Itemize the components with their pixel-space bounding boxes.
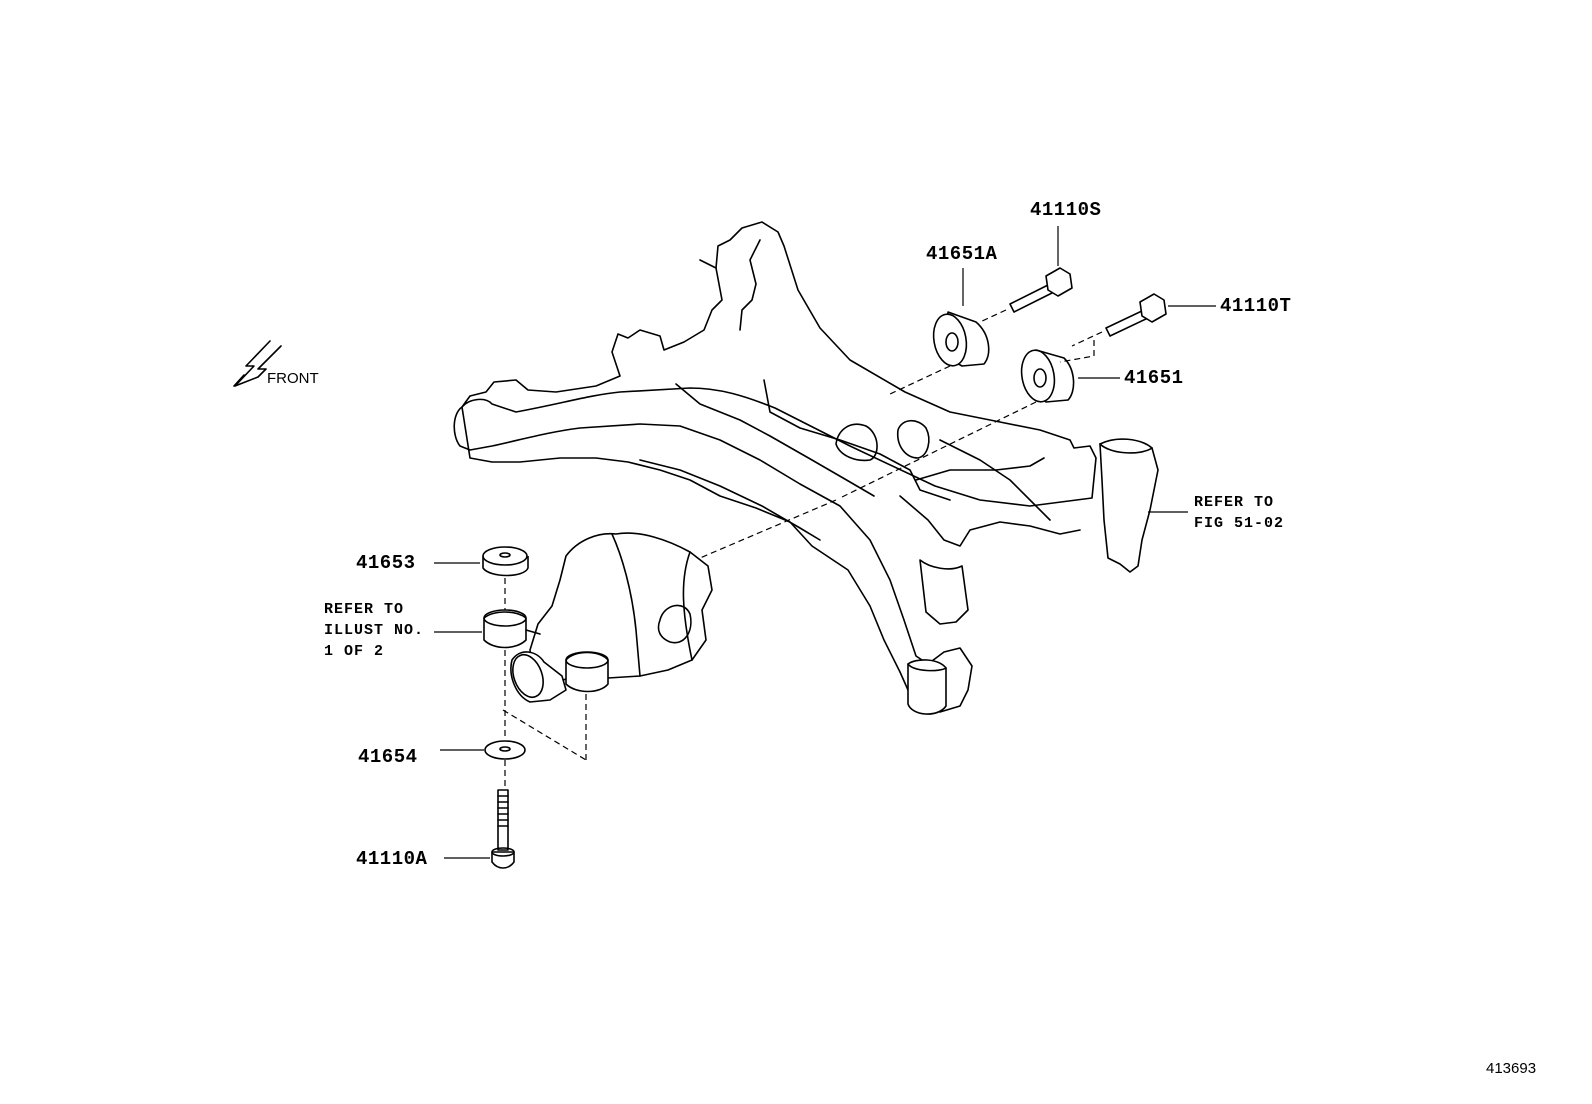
refer-fig-line2: FIG 51-02 <box>1194 515 1285 532</box>
bushing-41651 <box>1020 349 1075 403</box>
assembly-lines <box>502 309 1103 788</box>
cushion-41653 <box>482 546 529 577</box>
differential-carrier <box>483 532 713 703</box>
front-label: FRONT <box>267 370 319 387</box>
callout-41110T: 41110T <box>1220 295 1292 317</box>
front-direction-arrow-icon <box>233 340 282 387</box>
refer-fig-line1: REFER TO <box>1194 494 1275 511</box>
refer-illust-line3: 1 OF 2 <box>324 643 385 660</box>
callout-41651A: 41651A <box>926 243 998 265</box>
washer-41654 <box>484 740 526 760</box>
callout-41653: 41653 <box>356 552 416 574</box>
bolt-41110S <box>1009 267 1073 313</box>
leader-lines <box>434 226 1216 859</box>
rear-suspension-member <box>453 221 1159 715</box>
figure-number: 413693 <box>1486 1060 1537 1077</box>
bolt-41110A <box>491 789 515 869</box>
refer-illust-line1: REFER TO <box>324 601 405 618</box>
callout-41110S: 41110S <box>1030 199 1102 221</box>
refer-fig-note: REFER TO FIG 51-02 <box>1194 492 1284 534</box>
callout-41651: 41651 <box>1124 367 1184 389</box>
bolt-41110T <box>1105 293 1167 337</box>
bushing-41651A <box>932 311 990 367</box>
refer-illust-line2: ILLUST NO. <box>324 622 425 639</box>
callout-41110A: 41110A <box>356 848 428 870</box>
refer-illust-note: REFER TO ILLUST NO. 1 OF 2 <box>324 599 424 662</box>
callout-41654: 41654 <box>358 746 418 768</box>
